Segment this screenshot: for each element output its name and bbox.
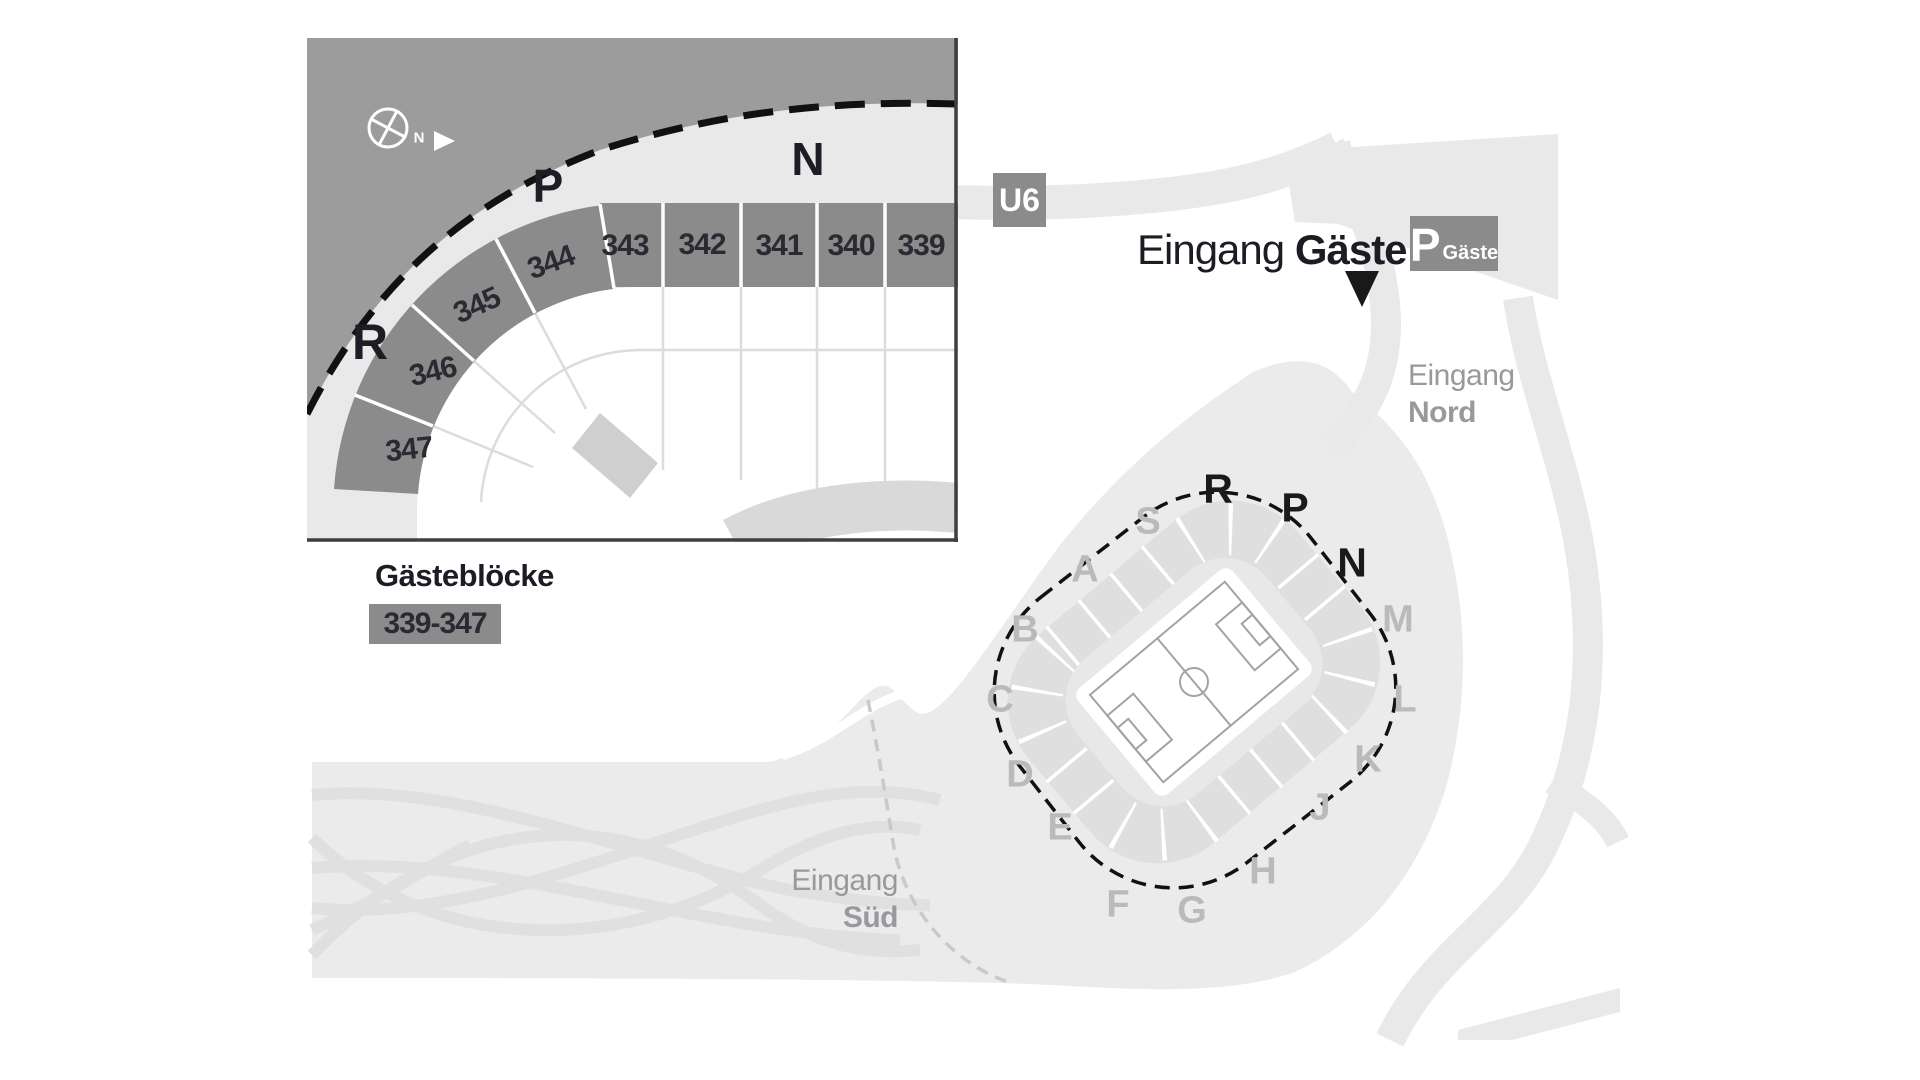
block-label-347: 347 [383, 430, 435, 469]
block-label-340: 340 [827, 229, 875, 262]
inset-map [307, 38, 958, 542]
legend-title: Gästeblöcke [375, 558, 554, 593]
railway-tracks [307, 785, 942, 960]
parking-label: Gäste [1442, 242, 1499, 264]
pitch-lines [1088, 580, 1300, 784]
inset-fence-dashed [307, 99, 958, 416]
entrance-guests-marker-icon [1345, 271, 1379, 307]
block-label-339: 339 [897, 229, 945, 262]
stadium-section-R: R [1203, 465, 1233, 512]
compass-north-label: N [413, 129, 425, 147]
ring-road-branch [1545, 771, 1629, 848]
stadium-section-M: M [1382, 598, 1414, 641]
stadium-section-N: N [1337, 539, 1367, 586]
stadium-section-L: L [1393, 678, 1417, 721]
stadium-section-S: S [1135, 500, 1161, 543]
stadium-section-P: P [1281, 484, 1309, 531]
compass-arrow-icon [434, 131, 455, 151]
block-separators [354, 203, 887, 428]
entrance-guests-bold: Gäste [1294, 226, 1408, 273]
stadium-section-E: E [1047, 806, 1073, 849]
parking-guests-badge: P Gäste [1410, 216, 1498, 271]
entrance-south-bold: Süd [842, 901, 899, 934]
inset-section-p: P [532, 160, 564, 212]
entrance-guests-label: Eingang Gäste [1137, 226, 1408, 274]
railway-white-gap [780, 689, 904, 761]
stadium-section-H: H [1249, 850, 1277, 893]
legend-range-badge: 339-347 [369, 604, 501, 644]
entrance-guests-regular: Eingang [1137, 226, 1285, 273]
u6-badge: U6 [993, 173, 1046, 227]
stadium-section-K: K [1354, 738, 1382, 781]
entrance-south-regular: Eingang [791, 864, 898, 897]
players-tunnel [572, 413, 658, 498]
stadium-section-G: G [1177, 889, 1207, 932]
block-label-341: 341 [755, 229, 803, 262]
inset-section-n: N [791, 133, 825, 185]
entrance-south-label: Eingang Süd [738, 862, 898, 936]
compass-icon [367, 107, 409, 149]
inset-section-r: R [351, 314, 389, 370]
inset-pitch-edge [723, 480, 958, 542]
stadium-section-J: J [1309, 786, 1331, 829]
entrance-north-label: Eingang Nord [1408, 357, 1515, 431]
stadium-section-C: C [986, 678, 1014, 721]
parking-symbol: P [1409, 219, 1441, 271]
entrance-north-regular: Eingang [1408, 359, 1515, 392]
boundary-dashed-line [866, 699, 1009, 984]
seating-grid [432, 287, 958, 503]
north-ring-road [1376, 295, 1603, 1047]
stadium-section-F: F [1106, 883, 1130, 926]
stadium-section-A: A [1071, 548, 1099, 591]
south-east-road [1458, 988, 1620, 1040]
entrance-north-bold: Nord [1408, 396, 1476, 429]
block-label-342: 342 [678, 228, 726, 261]
stadium-fence-outline [992, 490, 1398, 890]
guest-blocks-band [334, 203, 958, 494]
stadium-bowl [1007, 500, 1381, 864]
stadium-section-D: D [1006, 753, 1034, 796]
block-label-343: 343 [601, 229, 649, 262]
stadium-section-B: B [1011, 608, 1039, 651]
inset-dark-surroundings [307, 38, 958, 414]
